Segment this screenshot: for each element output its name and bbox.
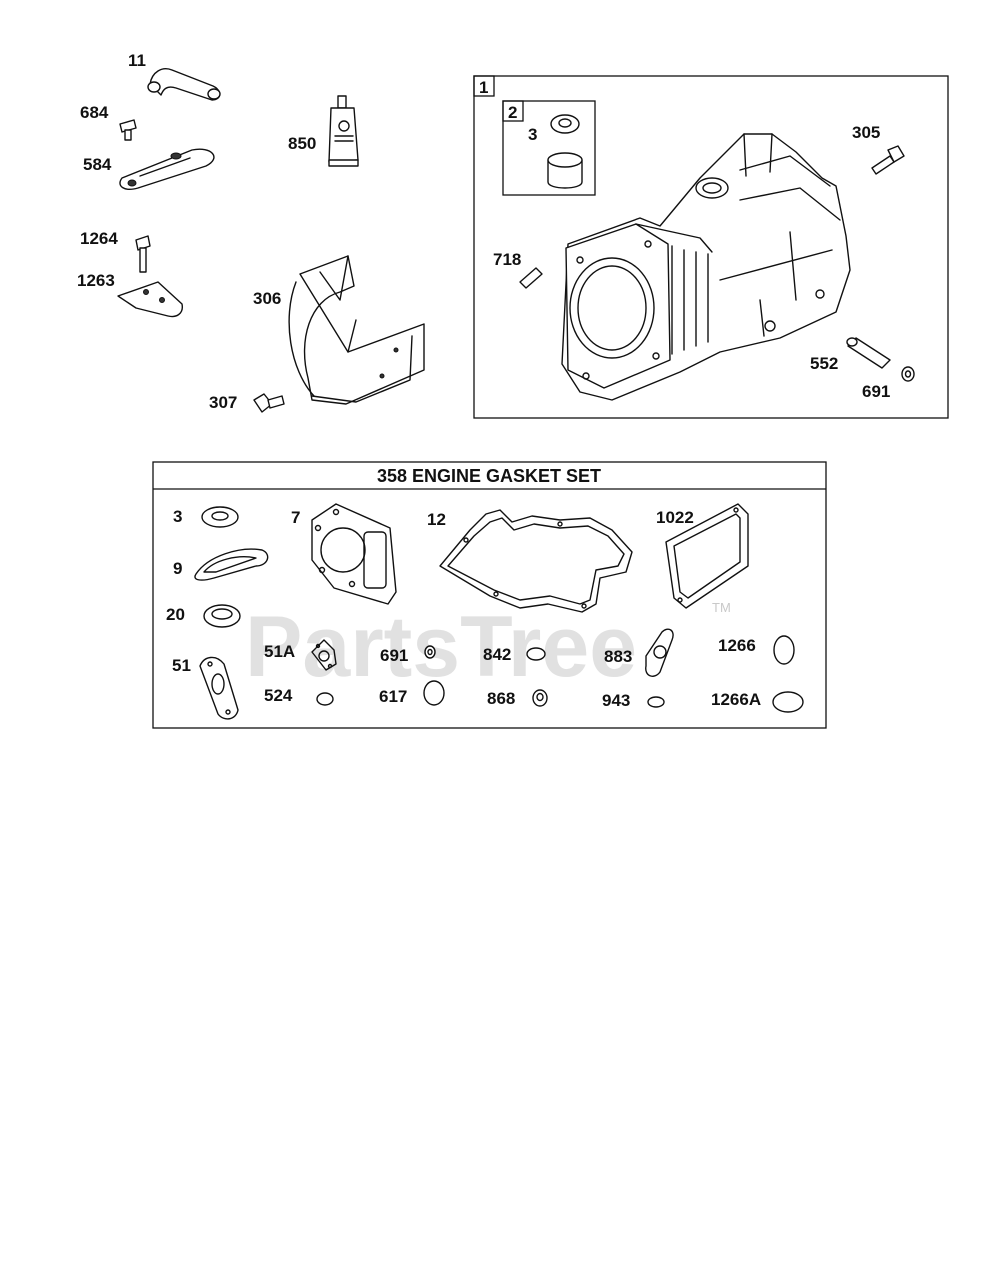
gasket-51[interactable] <box>199 656 239 720</box>
gasket-51A[interactable] <box>311 639 337 671</box>
gasket-set-box: 358 ENGINE GASKET SET 3 7 12 <box>152 461 827 729</box>
part-718-pin[interactable] <box>519 267 543 289</box>
label-block-3: 3 <box>528 125 537 144</box>
label-584: 584 <box>83 155 112 174</box>
gasket-943-oring[interactable] <box>647 696 665 708</box>
label-1263: 1263 <box>77 271 115 290</box>
gasket-3-seal[interactable] <box>201 506 239 528</box>
part-11-breather-tube[interactable] <box>147 68 221 101</box>
label-g524: 524 <box>264 686 293 705</box>
gasket-20-seal[interactable] <box>203 604 241 628</box>
label-g1266: 1266 <box>718 636 756 655</box>
part-306-shroud[interactable] <box>288 255 425 405</box>
part-307-screw[interactable] <box>253 393 285 413</box>
gasket-9[interactable] <box>194 548 269 581</box>
label-11: 11 <box>128 51 146 70</box>
label-306: 306 <box>253 289 281 308</box>
label-g883: 883 <box>604 647 632 666</box>
label-g12: 12 <box>427 510 446 529</box>
gasket-868-seal[interactable] <box>532 689 548 707</box>
label-850: 850 <box>288 134 316 153</box>
gasket-1266A-oring[interactable] <box>772 691 804 713</box>
gasket-set-title: 358 ENGINE GASKET SET <box>377 466 601 486</box>
label-g3: 3 <box>173 507 182 526</box>
label-g1022: 1022 <box>656 508 694 527</box>
label-g691: 691 <box>380 646 408 665</box>
gasket-1266-oring[interactable] <box>773 635 795 665</box>
gasket-842-oring[interactable] <box>526 647 546 661</box>
part-552-dowel[interactable] <box>846 337 891 369</box>
part-584-cover[interactable] <box>119 148 215 190</box>
label-684: 684 <box>80 103 109 122</box>
label-g943: 943 <box>602 691 630 710</box>
gasket-1022-cover[interactable] <box>665 503 749 609</box>
part-3-seal[interactable] <box>550 114 580 134</box>
label-g51: 51 <box>172 656 191 675</box>
label-g20: 20 <box>166 605 185 624</box>
label-691: 691 <box>862 382 890 401</box>
label-g51A: 51A <box>264 642 295 661</box>
part-1-cylinder-block[interactable] <box>561 133 851 401</box>
part-1264-bolt[interactable] <box>135 235 151 273</box>
part-684-screw[interactable] <box>119 119 137 141</box>
part-2-sleeve[interactable] <box>547 152 583 189</box>
part-691-washer[interactable] <box>901 366 915 382</box>
label-1264: 1264 <box>80 229 118 248</box>
label-g868: 868 <box>487 689 515 708</box>
block-assembly-box: 1 2 3 <box>473 75 949 419</box>
label-g9: 9 <box>173 559 182 578</box>
watermark-tm: TM <box>712 600 731 615</box>
label-305: 305 <box>852 123 880 142</box>
gasket-617-oring[interactable] <box>423 680 445 706</box>
gasket-7-head[interactable] <box>311 503 397 605</box>
gasket-12-crankcase[interactable] <box>439 509 633 613</box>
gasket-691-washer[interactable] <box>424 645 436 659</box>
box-label-1: 1 <box>479 78 488 97</box>
label-718: 718 <box>493 250 521 269</box>
part-850-sealant-tube[interactable] <box>328 95 359 167</box>
watermark-text: PartsTree <box>245 599 637 695</box>
label-552: 552 <box>810 354 838 373</box>
label-g617: 617 <box>379 687 407 706</box>
part-305-bolt[interactable] <box>871 145 905 175</box>
label-g842: 842 <box>483 645 511 664</box>
box-label-2: 2 <box>508 103 517 122</box>
part-1263-plate[interactable] <box>117 281 183 318</box>
gasket-524-oring[interactable] <box>316 692 334 706</box>
label-g7: 7 <box>291 508 300 527</box>
label-307: 307 <box>209 393 237 412</box>
label-g1266A: 1266A <box>711 690 761 709</box>
gasket-883[interactable] <box>645 628 674 677</box>
